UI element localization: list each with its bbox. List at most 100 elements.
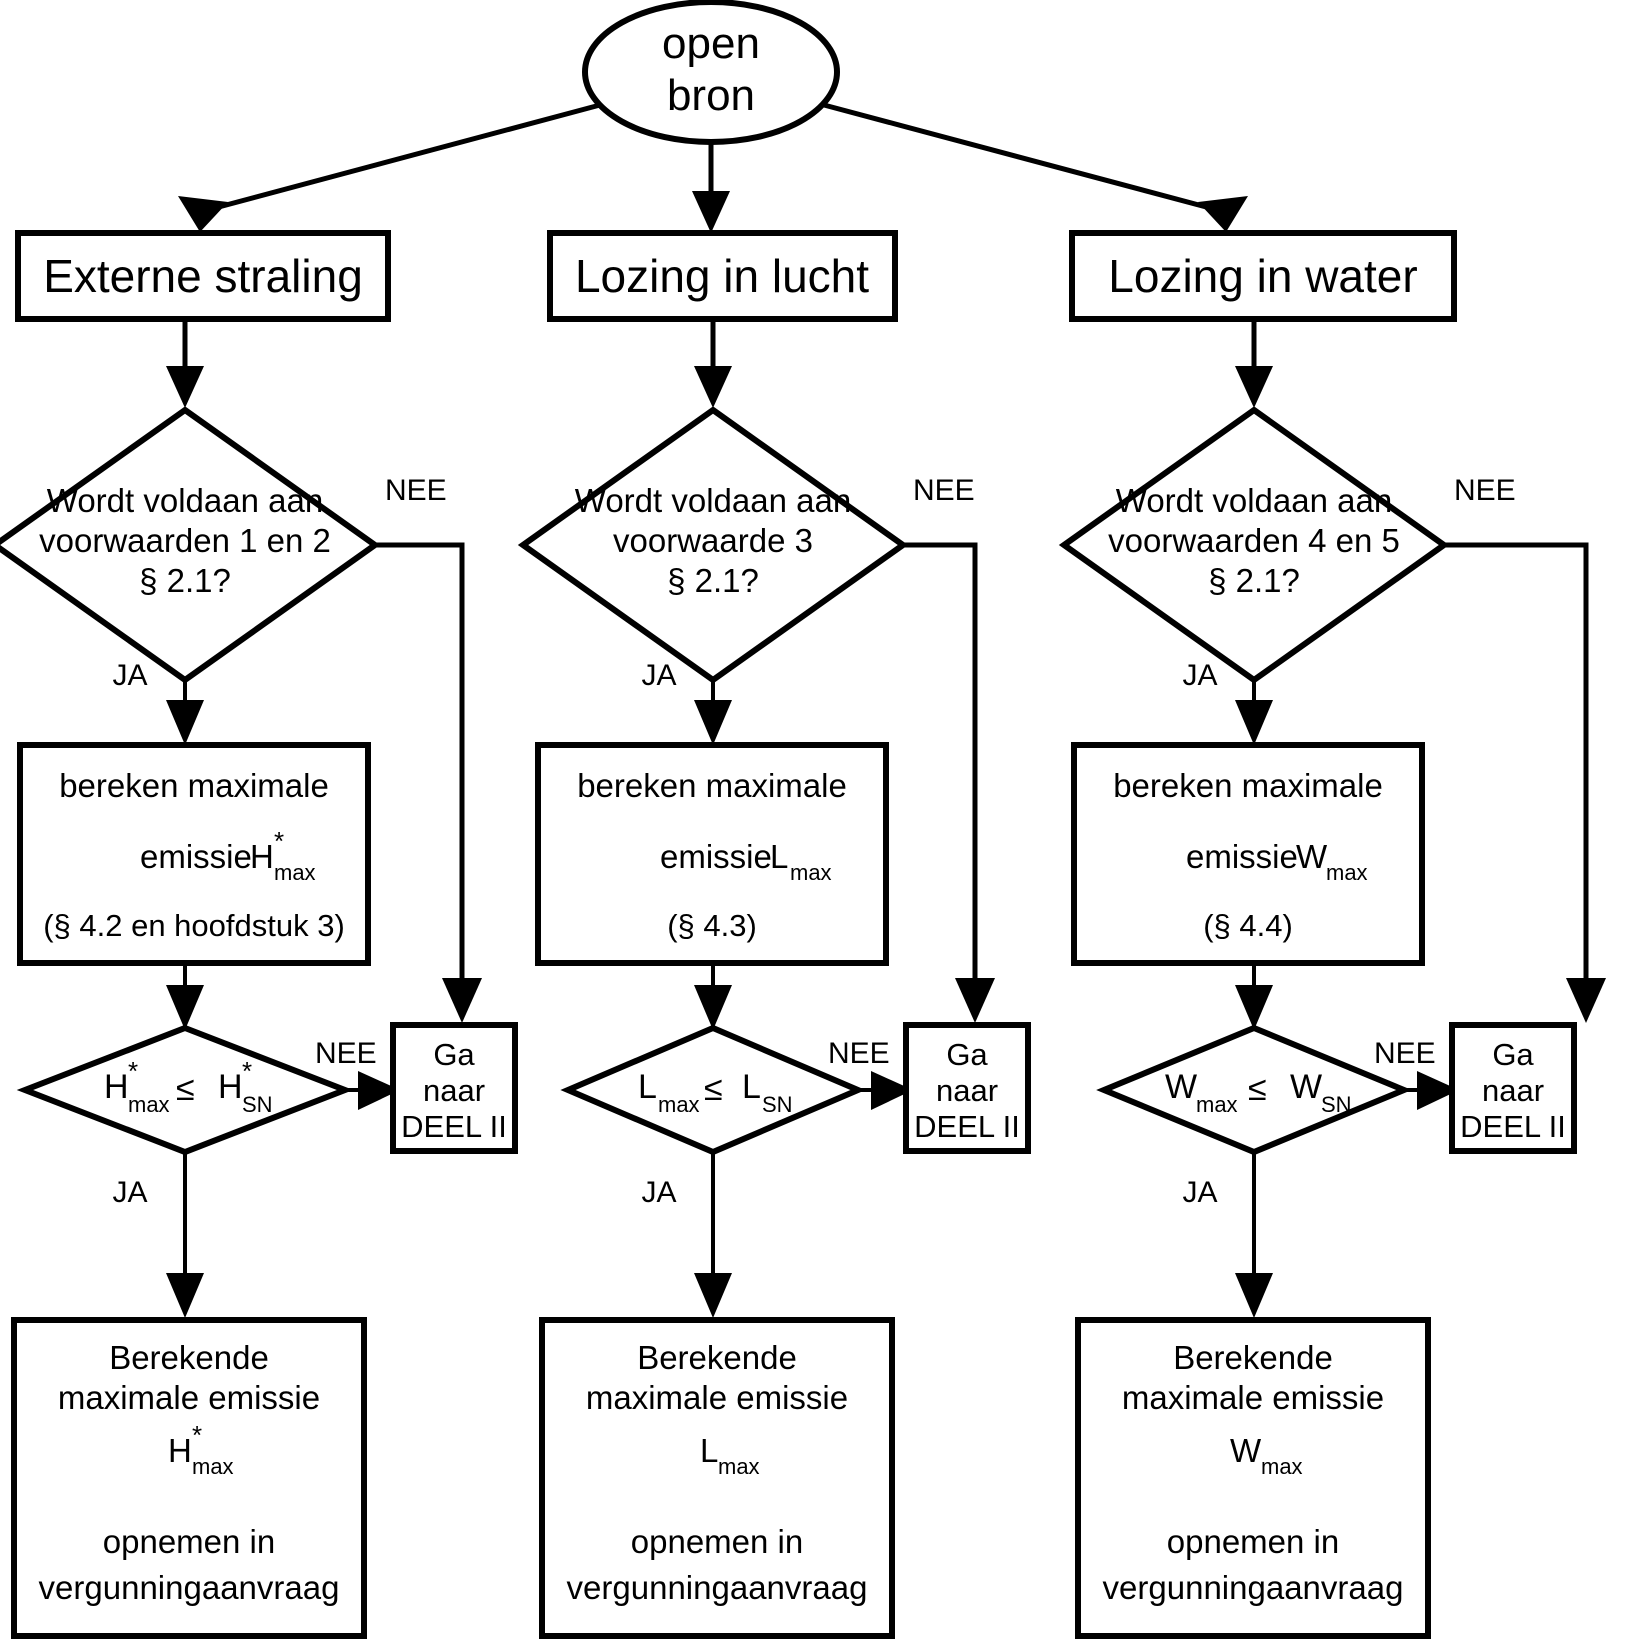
exit-1-line2: naar [423,1073,485,1108]
decision-1-line1: Wordt voldaan aan [47,482,323,519]
compare-3-operator: ≤ [1248,1070,1267,1108]
process-1-symbol-sub: max [274,860,316,885]
compare-3-no-label: NEE [1374,1037,1436,1070]
decision-diamond-voorwaarden-4-en-5[interactable]: Wordt voldaan aan voorwaarden 4 en 5 § 2… [1058,406,1450,684]
process-3-line3: (§ 4.4) [1203,908,1293,943]
result-2-line1: Berekende [637,1339,797,1376]
exit-1-line3: DEEL II [401,1109,507,1144]
compare-3-right-sub: SN [1321,1092,1352,1117]
exit-1-line1: Ga [433,1037,475,1072]
process-rect-2 [535,742,889,966]
process-rect-3 [1071,742,1425,966]
result-3-line4: opnemen in [1167,1523,1339,1560]
process-2-symbol-sub: max [790,860,832,885]
process-box-bereken-maximale-2[interactable]: bereken maximale emissie L max (§ 4.3) [535,742,889,966]
header-box-lozing-in-lucht[interactable]: Lozing in lucht [547,230,898,322]
compare-1-left-sup: * [128,1056,138,1086]
start-node-open-bron[interactable]: open bron [582,0,840,145]
decision-2-yes-label: JA [641,659,676,692]
exit-3-line1: Ga [1492,1037,1534,1072]
process-2-line3: (§ 4.3) [667,908,757,943]
exit-2-line2: naar [936,1073,998,1108]
compare-1-right-sub: SN [242,1092,273,1117]
exit-box-ga-naar-deel-ii-3[interactable]: Ga naar DEEL II [1449,1022,1577,1154]
compare-2-operator: ≤ [704,1070,723,1108]
decision-3-no-label: NEE [1454,474,1516,507]
result-3-line5: vergunningaanvraag [1103,1569,1404,1606]
result-1-line4: opnemen in [103,1523,275,1560]
connector-compare-1-yes [166,1152,204,1318]
compare-diamond-2[interactable]: L max ≤ L SN [560,1024,866,1156]
result-box-1[interactable]: Berekende maximale emissie H * max opnem… [11,1317,367,1639]
decision-1-yes-label: JA [112,659,147,692]
result-2-line4: opnemen in [631,1523,803,1560]
result-3-line2: maximale emissie [1122,1379,1384,1416]
result-3-symbol: W [1230,1432,1262,1469]
exit-2-line1: Ga [946,1037,988,1072]
result-rect-1 [11,1317,367,1639]
process-1-line2-prefix: emissie [140,838,252,875]
result-1-symbol: H [168,1432,192,1469]
header-rect-externe-straling [15,230,391,322]
connector-compare-2-no [858,1071,913,1110]
result-3-symbol-sub: max [1261,1454,1303,1479]
header-rect-lozing-in-lucht [547,230,898,322]
decision-3-line3: § 2.1? [1208,562,1300,599]
compare-2-no-label: NEE [828,1037,890,1070]
exit-rect-2 [903,1022,1031,1154]
connector-header-to-decision-3 [1235,319,1273,408]
process-1-symbol-sup: * [274,826,284,856]
compare-1-operator: ≤ [176,1070,195,1108]
result-1-line1: Berekende [109,1339,269,1376]
connector-decision-2-no [903,542,995,1023]
header-label-lozing-in-lucht: Lozing in lucht [575,250,869,302]
connector-process-3-to-compare [1235,963,1273,1030]
decision-1-line2: voorwaarden 1 en 2 [39,522,331,559]
header-box-lozing-in-water[interactable]: Lozing in water [1069,230,1457,322]
compare-2-left-symbol: L [638,1068,657,1106]
result-2-symbol-sub: max [718,1454,760,1479]
connector-decision-3-yes [1235,680,1273,745]
result-rect-3 [1075,1317,1431,1639]
connector-compare-2-yes [694,1152,732,1318]
process-2-line2-prefix: emissie [660,838,772,875]
result-box-2[interactable]: Berekende maximale emissie L max opnemen… [539,1317,895,1639]
decision-1-no-label: NEE [385,474,447,507]
decision-diamond-voorwaarden-1-en-2[interactable]: Wordt voldaan aan voorwaarden 1 en 2 § 2… [0,406,381,684]
result-2-line2: maximale emissie [586,1379,848,1416]
process-3-symbol: W [1296,838,1328,875]
decision-diamond-voorwaarde-3[interactable]: Wordt voldaan aan voorwaarde 3 § 2.1? [517,406,909,684]
result-box-3[interactable]: Berekende maximale emissie W max opnemen… [1075,1317,1431,1639]
compare-2-yes-label: JA [641,1176,676,1209]
connector-decision-1-yes [166,680,204,745]
exit-3-line3: DEEL II [1460,1109,1566,1144]
exit-box-ga-naar-deel-ii-1[interactable]: Ga naar DEEL II [390,1022,518,1154]
exit-box-ga-naar-deel-ii-2[interactable]: Ga naar DEEL II [903,1022,1031,1154]
start-label-line1: open [662,19,760,68]
connector-start-to-middle [692,142,730,233]
header-rect-lozing-in-water [1069,230,1457,322]
process-1-line3: (§ 4.2 en hoofdstuk 3) [43,908,345,943]
compare-diamond-3[interactable]: W max ≤ W SN [1096,1024,1412,1156]
process-rect-1 [17,742,371,966]
decision-2-line1: Wordt voldaan aan [575,482,851,519]
result-1-line5: vergunningaanvraag [39,1569,340,1606]
result-rect-2 [539,1317,895,1639]
header-label-lozing-in-water: Lozing in water [1108,250,1417,302]
connector-start-to-left [178,102,601,232]
header-box-externe-straling[interactable]: Externe straling [15,230,391,322]
compare-3-left-symbol: W [1165,1068,1197,1106]
process-3-line2-prefix: emissie [1186,838,1298,875]
decision-3-yes-label: JA [1182,659,1217,692]
result-2-line5: vergunningaanvraag [567,1569,868,1606]
decision-1-line3: § 2.1? [139,562,231,599]
connector-header-to-decision-2 [694,319,732,408]
compare-1-yes-label: JA [112,1176,147,1209]
compare-1-left-symbol: H [104,1068,129,1106]
process-box-bereken-maximale-1[interactable]: bereken maximale emissie H * max (§ 4.2 … [17,742,371,966]
exit-3-line2: naar [1482,1073,1544,1108]
process-box-bereken-maximale-3[interactable]: bereken maximale emissie W max (§ 4.4) [1071,742,1425,966]
connector-compare-3-no [1404,1071,1459,1110]
compare-diamond-1[interactable]: H * max ≤ H * SN [16,1024,354,1156]
